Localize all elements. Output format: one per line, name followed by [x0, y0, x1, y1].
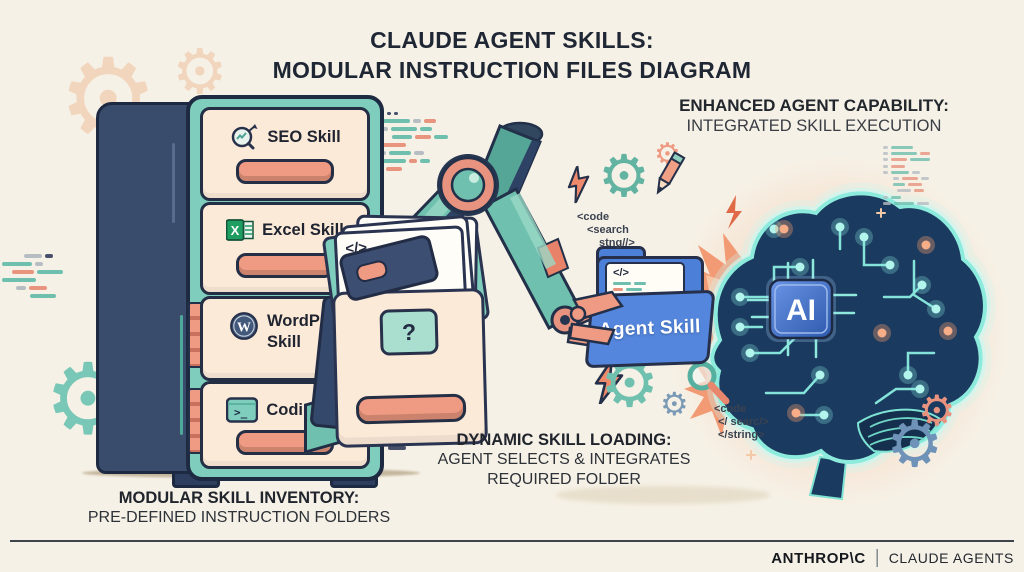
- seo-magnifier-icon: [229, 123, 259, 151]
- open-drawer-front[interactable]: ?: [331, 288, 489, 448]
- pencil-icon: [656, 151, 686, 195]
- floor-shadow: [556, 486, 770, 504]
- lightning-bolt-icon: [567, 164, 590, 205]
- code-decor: [2, 254, 63, 302]
- product-name: CLAUDE AGENTS: [888, 550, 1014, 566]
- drawer-handle[interactable]: [236, 253, 334, 278]
- page-title: CLAUDE AGENT SKILLS: MODULAR INSTRUCTION…: [272, 27, 752, 83]
- gear-icon: ⚙: [172, 38, 228, 107]
- gripper-claws: [568, 290, 625, 346]
- loading-caption: DYNAMIC SKILL LOADING: AGENT SELECTS & I…: [437, 431, 691, 488]
- capability-caption: ENHANCED AGENT CAPABILITY: INTEGRATED SK…: [679, 96, 949, 135]
- code-annotation: <code </ searc/> </string>: [714, 403, 769, 441]
- svg-text:W: W: [237, 320, 251, 335]
- drawer-handle[interactable]: [236, 159, 334, 184]
- footer: ANTHROP\C | CLAUDE AGENTS: [771, 547, 1014, 569]
- sparkle-icon: [876, 208, 886, 218]
- gear-icon: ⚙: [918, 387, 956, 434]
- svg-text:X: X: [231, 223, 240, 238]
- lightning-bolt-icon: [594, 360, 624, 404]
- ai-brain: AI: [678, 182, 996, 501]
- terminal-icon: >_: [226, 397, 259, 423]
- gear-icon: ⚙: [886, 408, 944, 480]
- wordpress-icon: W: [229, 311, 259, 341]
- drawer-label: SEO Skill: [267, 127, 341, 146]
- footer-divider-line: [10, 540, 1014, 542]
- inventory-caption: MODULAR SKILL INVENTORY: PRE-DEFINED INS…: [87, 489, 391, 526]
- drawer-handle[interactable]: [355, 393, 467, 425]
- code-decor: [883, 146, 999, 208]
- drawer-label: Excel Skill: [262, 220, 344, 239]
- ai-chip-label: AI: [786, 294, 816, 327]
- gear-icon: ⚙: [660, 386, 689, 422]
- code-symbol: </>: [613, 267, 629, 279]
- sparkle-icon: [746, 450, 756, 460]
- brand-logo-text: ANTHROP\C: [771, 549, 866, 567]
- gear-icon: ⚙: [598, 144, 650, 209]
- question-label-box: ?: [379, 308, 439, 356]
- excel-icon: X: [226, 218, 254, 242]
- magnifier-icon: [687, 361, 730, 405]
- svg-text:>_: >_: [234, 406, 248, 419]
- code-decor: [380, 112, 448, 175]
- code-annotation: <code <search stng//>: [577, 211, 635, 249]
- footer-separator: |: [874, 547, 880, 568]
- drawer-seo-skill[interactable]: SEO Skill: [200, 107, 370, 201]
